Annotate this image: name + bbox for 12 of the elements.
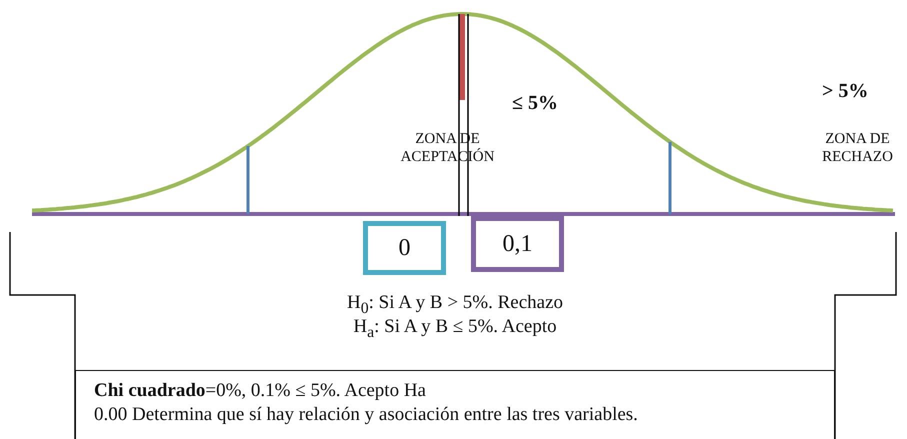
hypothesis-text: H$_{a}$: Si A y B ≤ 5%. Acepto <box>352 316 558 342</box>
result-text: Chi cuadrado=0%, 0.1% ≤ 5%. Acepto Ha <box>94 379 426 403</box>
value-box <box>363 221 446 275</box>
threshold-label: ≤ 5% <box>512 92 558 115</box>
zone-label: ZONA DE RECHAZO <box>821 130 894 166</box>
value-box <box>471 216 564 272</box>
result-box <box>75 370 835 439</box>
value-text: 0 <box>398 234 410 262</box>
value-text: 0,1 <box>502 230 532 258</box>
hypothesis-text: H$_{0}$: Si A y B > 5%. Rechazo <box>346 292 564 318</box>
threshold-label: > 5% <box>822 80 868 103</box>
result-text: 0.00 Determina que sí hay relación y asociación entre las tres variables. <box>94 403 638 427</box>
